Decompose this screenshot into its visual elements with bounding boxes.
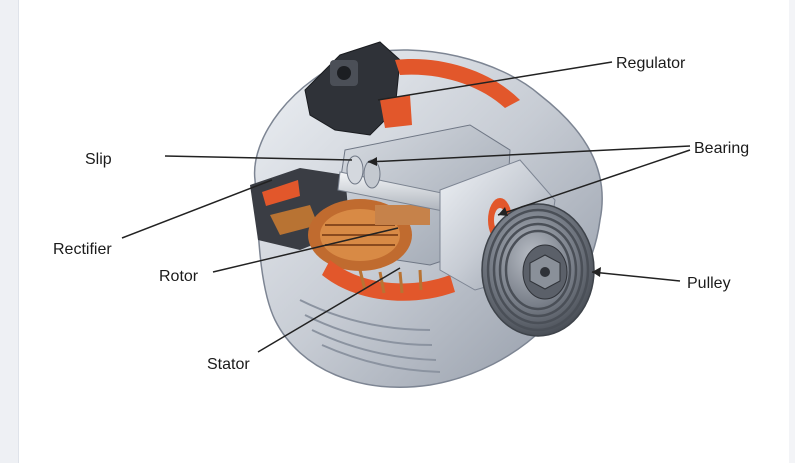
leader-bearing-2 — [497, 149, 691, 216]
leader-rectifier — [121, 179, 273, 239]
leader-pulley — [591, 271, 681, 282]
rotor-assembly — [308, 199, 430, 271]
slip-rings — [346, 155, 381, 189]
alternator-cutaway-illustration — [250, 41, 603, 388]
label-stator: Stator — [207, 356, 250, 373]
label-slip: Slip — [85, 151, 112, 168]
connector-socket — [337, 66, 351, 80]
label-bearing: Bearing — [694, 140, 749, 157]
label-rectifier: Rectifier — [53, 241, 112, 258]
label-rotor: Rotor — [159, 268, 199, 285]
stator-windings — [322, 260, 455, 301]
leader-rotor — [212, 227, 399, 273]
right-gutter — [789, 0, 795, 463]
label-regulator: Regulator — [616, 55, 686, 72]
leader-stator — [257, 267, 401, 353]
pulley-assembly — [481, 203, 595, 337]
regulator-cut — [380, 95, 412, 128]
label-pulley: Pulley — [687, 275, 731, 292]
leader-slip — [164, 155, 353, 161]
leader-lines — [121, 61, 691, 353]
stator-copper — [358, 269, 423, 294]
leader-arrowheads — [368, 157, 601, 277]
leader-bearing-1 — [367, 145, 691, 163]
left-gutter — [0, 0, 19, 463]
cutaway-edge-top — [395, 59, 520, 108]
leader-regulator — [377, 61, 613, 101]
